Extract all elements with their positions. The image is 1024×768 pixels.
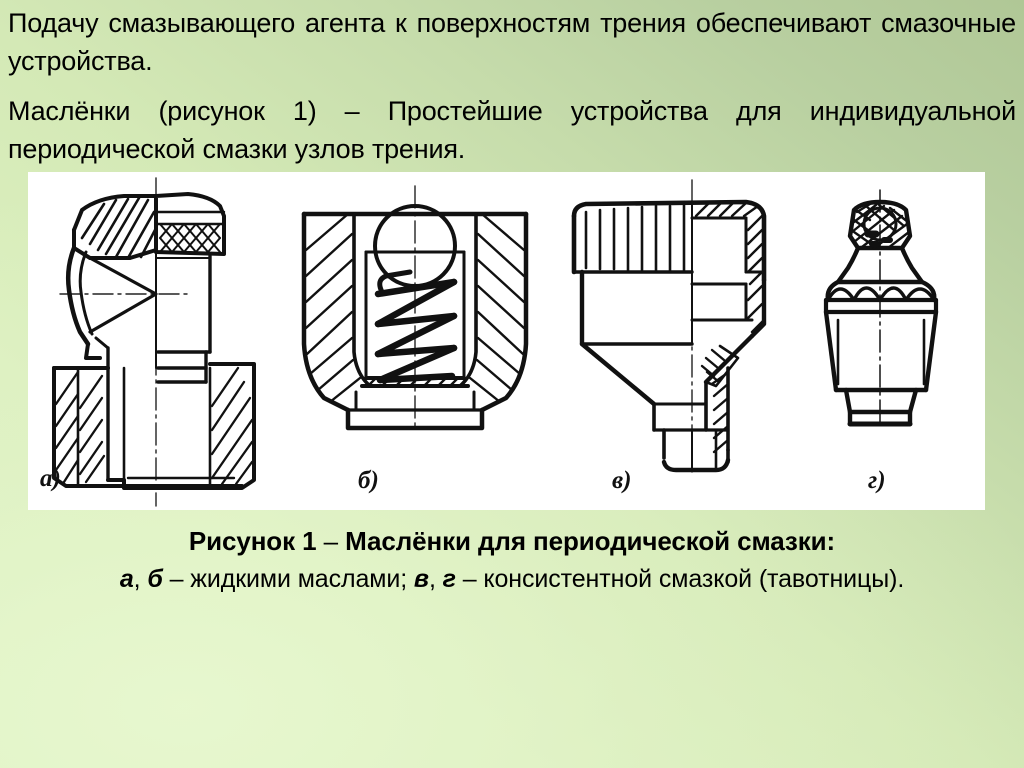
caption-ref-b: б bbox=[147, 565, 163, 593]
caption-line-2: а, б – жидкими маслами; в, г – консистен… bbox=[0, 562, 1024, 596]
caption-title-rest: Маслёнки для периодической смазки: bbox=[345, 526, 836, 556]
caption-comma-2: , bbox=[428, 565, 443, 593]
oiler-v-drawing bbox=[571, 179, 767, 473]
figure-item-d: г) bbox=[810, 172, 985, 510]
caption-figure-number: Рисунок 1 bbox=[188, 526, 317, 556]
figure-panel: а) bbox=[28, 172, 985, 510]
oiler-g-drawing bbox=[823, 189, 939, 427]
caption-line-1: Рисунок 1 – Маслёнки для периодической с… bbox=[0, 524, 1024, 558]
paragraph-intro: Подачу смазывающего агента к поверхностя… bbox=[8, 8, 1016, 76]
body-text-block: Подачу смазывающего агента к поверхностя… bbox=[8, 4, 1016, 168]
figure-label-c: в) bbox=[612, 467, 632, 494]
caption-ref-a: а bbox=[119, 565, 134, 593]
caption-comma-1: , bbox=[133, 565, 148, 593]
figure-item-a: а) bbox=[38, 172, 288, 510]
caption-dash-1: – bbox=[316, 526, 346, 556]
figure-label-d: г) bbox=[868, 467, 886, 494]
oiler-b-drawing bbox=[301, 185, 529, 431]
figure-item-c: в) bbox=[556, 172, 806, 510]
caption-text-grease: – консистентной смазкой (тавотницы). bbox=[455, 565, 905, 593]
figure-label-a: а) bbox=[40, 465, 61, 492]
oiler-a-drawing bbox=[52, 177, 256, 507]
caption-ref-g: г bbox=[442, 565, 456, 593]
paragraph-definition: Маслёнки (рисунок 1) – Простейшие устрой… bbox=[8, 96, 1016, 164]
caption-ref-v: в bbox=[413, 565, 429, 593]
figure-caption: Рисунок 1 – Маслёнки для периодической с… bbox=[0, 524, 1024, 596]
figure-label-b: б) bbox=[358, 467, 379, 494]
figure-item-b: б) bbox=[290, 172, 550, 510]
caption-text-liquid: – жидкими маслами; bbox=[162, 565, 414, 593]
